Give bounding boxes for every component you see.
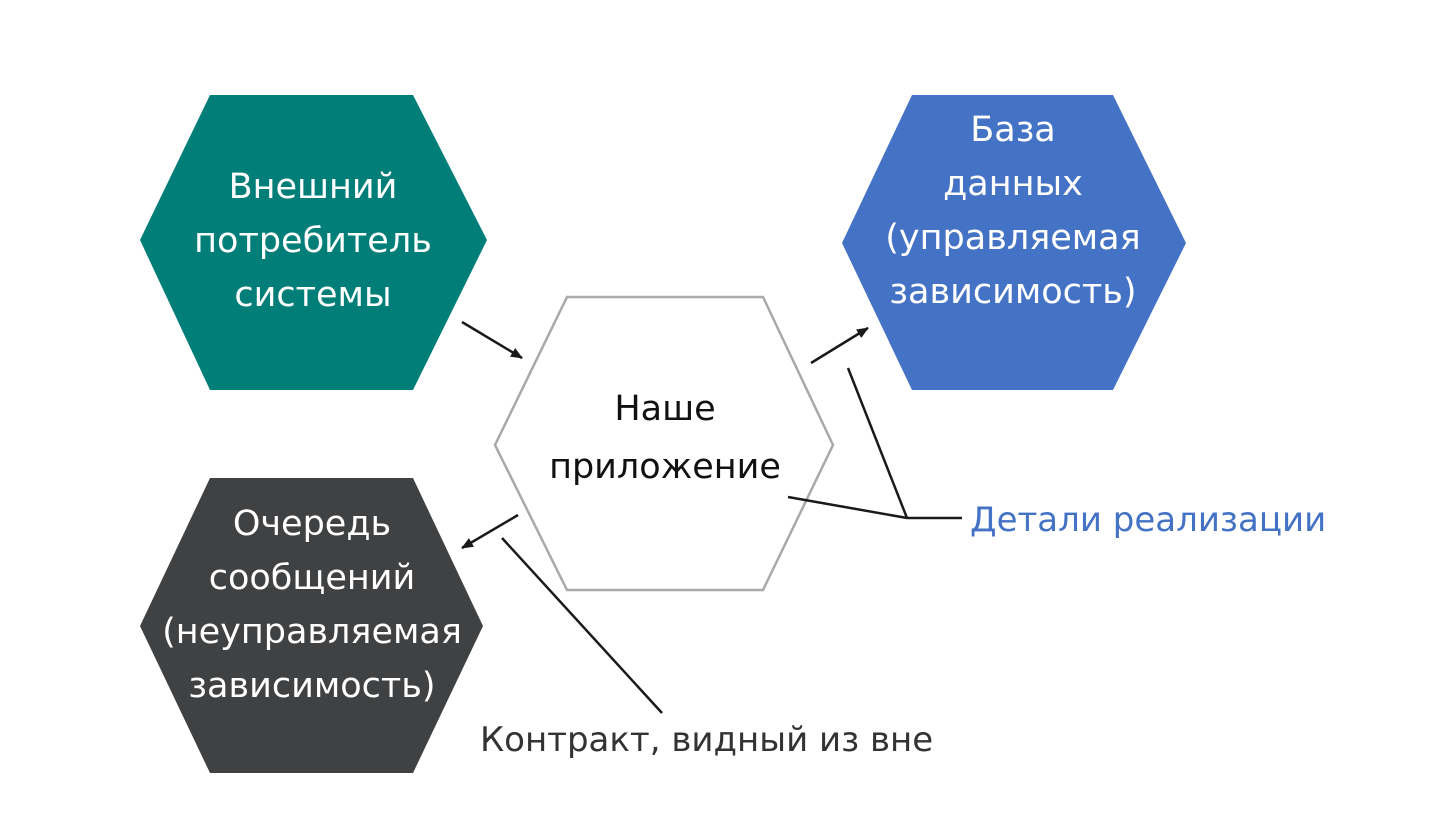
- impl-callout-line-app: [787, 495, 908, 520]
- arrow-consumer-to-app: [461, 320, 523, 360]
- consumer-label-line-3: системы: [234, 275, 392, 315]
- queue-label-line-4: зависимость): [188, 666, 436, 706]
- database-label-line-2: данных: [943, 164, 1083, 204]
- external-contract-label: Контракт, видный из вне: [480, 720, 934, 760]
- arrow-app-to-database: [810, 326, 869, 365]
- queue-label-line-2: сообщений: [208, 558, 416, 598]
- contract-callout-line: [501, 537, 663, 714]
- implementation-details-label: Детали реализации: [970, 500, 1327, 540]
- database-label: База данных (управляемая зависимость): [863, 103, 1163, 319]
- arrow-app-to-queue: [461, 513, 519, 550]
- database-label-line-3: (управляемая: [885, 218, 1141, 258]
- queue-label: Очередь сообщений (неуправляемая зависим…: [157, 497, 467, 713]
- consumer-label-line-2: потребитель: [194, 221, 432, 261]
- consumer-label: Внешний потребитель системы: [163, 160, 463, 322]
- queue-label-line-1: Очередь: [232, 504, 392, 544]
- queue-hexagon: [140, 478, 483, 773]
- database-hexagon: [842, 95, 1186, 390]
- database-label-line-1: База: [970, 110, 1056, 150]
- app-label-line-1: Наше: [614, 389, 716, 429]
- app-label: Наше приложение: [510, 380, 820, 496]
- impl-callout-line-db: [846, 367, 909, 519]
- consumer-label-line-1: Внешний: [228, 167, 398, 207]
- app-hexagon: [493, 295, 835, 592]
- queue-label-line-3: (неуправляемая: [162, 612, 462, 652]
- database-label-line-4: зависимость): [889, 272, 1137, 312]
- app-label-line-2: приложение: [549, 447, 781, 487]
- consumer-hexagon: [140, 95, 487, 390]
